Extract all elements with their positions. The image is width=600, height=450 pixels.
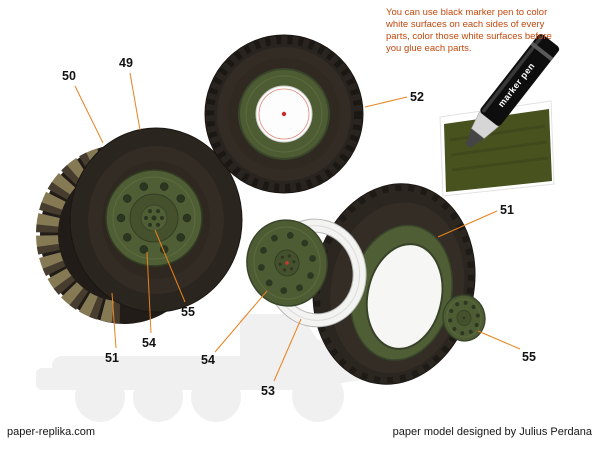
callout-line-50 [74, 85, 104, 144]
part-label-51-right: 51 [500, 203, 514, 217]
callout-line-51-right [437, 210, 498, 238]
pen-ferrule [471, 111, 499, 139]
callout-line-49 [129, 72, 141, 131]
callout-line-52 [364, 96, 408, 108]
small-hub-cap [442, 294, 486, 342]
pen-body [480, 34, 560, 126]
hub-disc [246, 219, 328, 307]
designer-credit: paper model designed by Julius Perdana [392, 426, 592, 438]
small-hub-bolts [448, 300, 480, 336]
part-label-52: 52 [410, 90, 424, 104]
callout-line-53 [273, 318, 302, 382]
part-label-53: 53 [261, 384, 275, 398]
pen-tip [465, 128, 485, 148]
hub-center-bolts [144, 209, 164, 227]
callout-line-55-left [154, 229, 186, 303]
wheel-front-view [204, 34, 364, 194]
callout-line-51-left [111, 292, 117, 349]
part-label-54-left: 54 [142, 336, 156, 350]
center-mark [285, 261, 289, 265]
marker-pen: marker pen [465, 34, 560, 148]
part-label-54-middle: 54 [201, 353, 215, 367]
part-label-55-right: 55 [522, 350, 536, 364]
tire-ring [312, 183, 476, 385]
assembled-wheel [36, 127, 243, 324]
site-name: paper-replika.com [7, 426, 96, 438]
part-label-50: 50 [62, 69, 76, 83]
disc-bolt-holes [257, 232, 317, 294]
callout-line-55-right [477, 330, 521, 350]
wheel-hub [105, 169, 203, 267]
callout-line-54-left [146, 251, 152, 334]
callout-line-54-middle [214, 290, 268, 353]
hub-bolts [116, 182, 192, 254]
painted-card [439, 100, 555, 197]
part-label-51-left: 51 [105, 351, 119, 365]
part-label-49: 49 [119, 56, 133, 70]
note-text: You can use black marker pen to color wh… [386, 7, 552, 55]
center-mark [281, 111, 287, 117]
disc-center-bolts [278, 254, 296, 272]
part-label-55-left: 55 [181, 305, 195, 319]
truck-silhouette-watermark [36, 314, 361, 422]
